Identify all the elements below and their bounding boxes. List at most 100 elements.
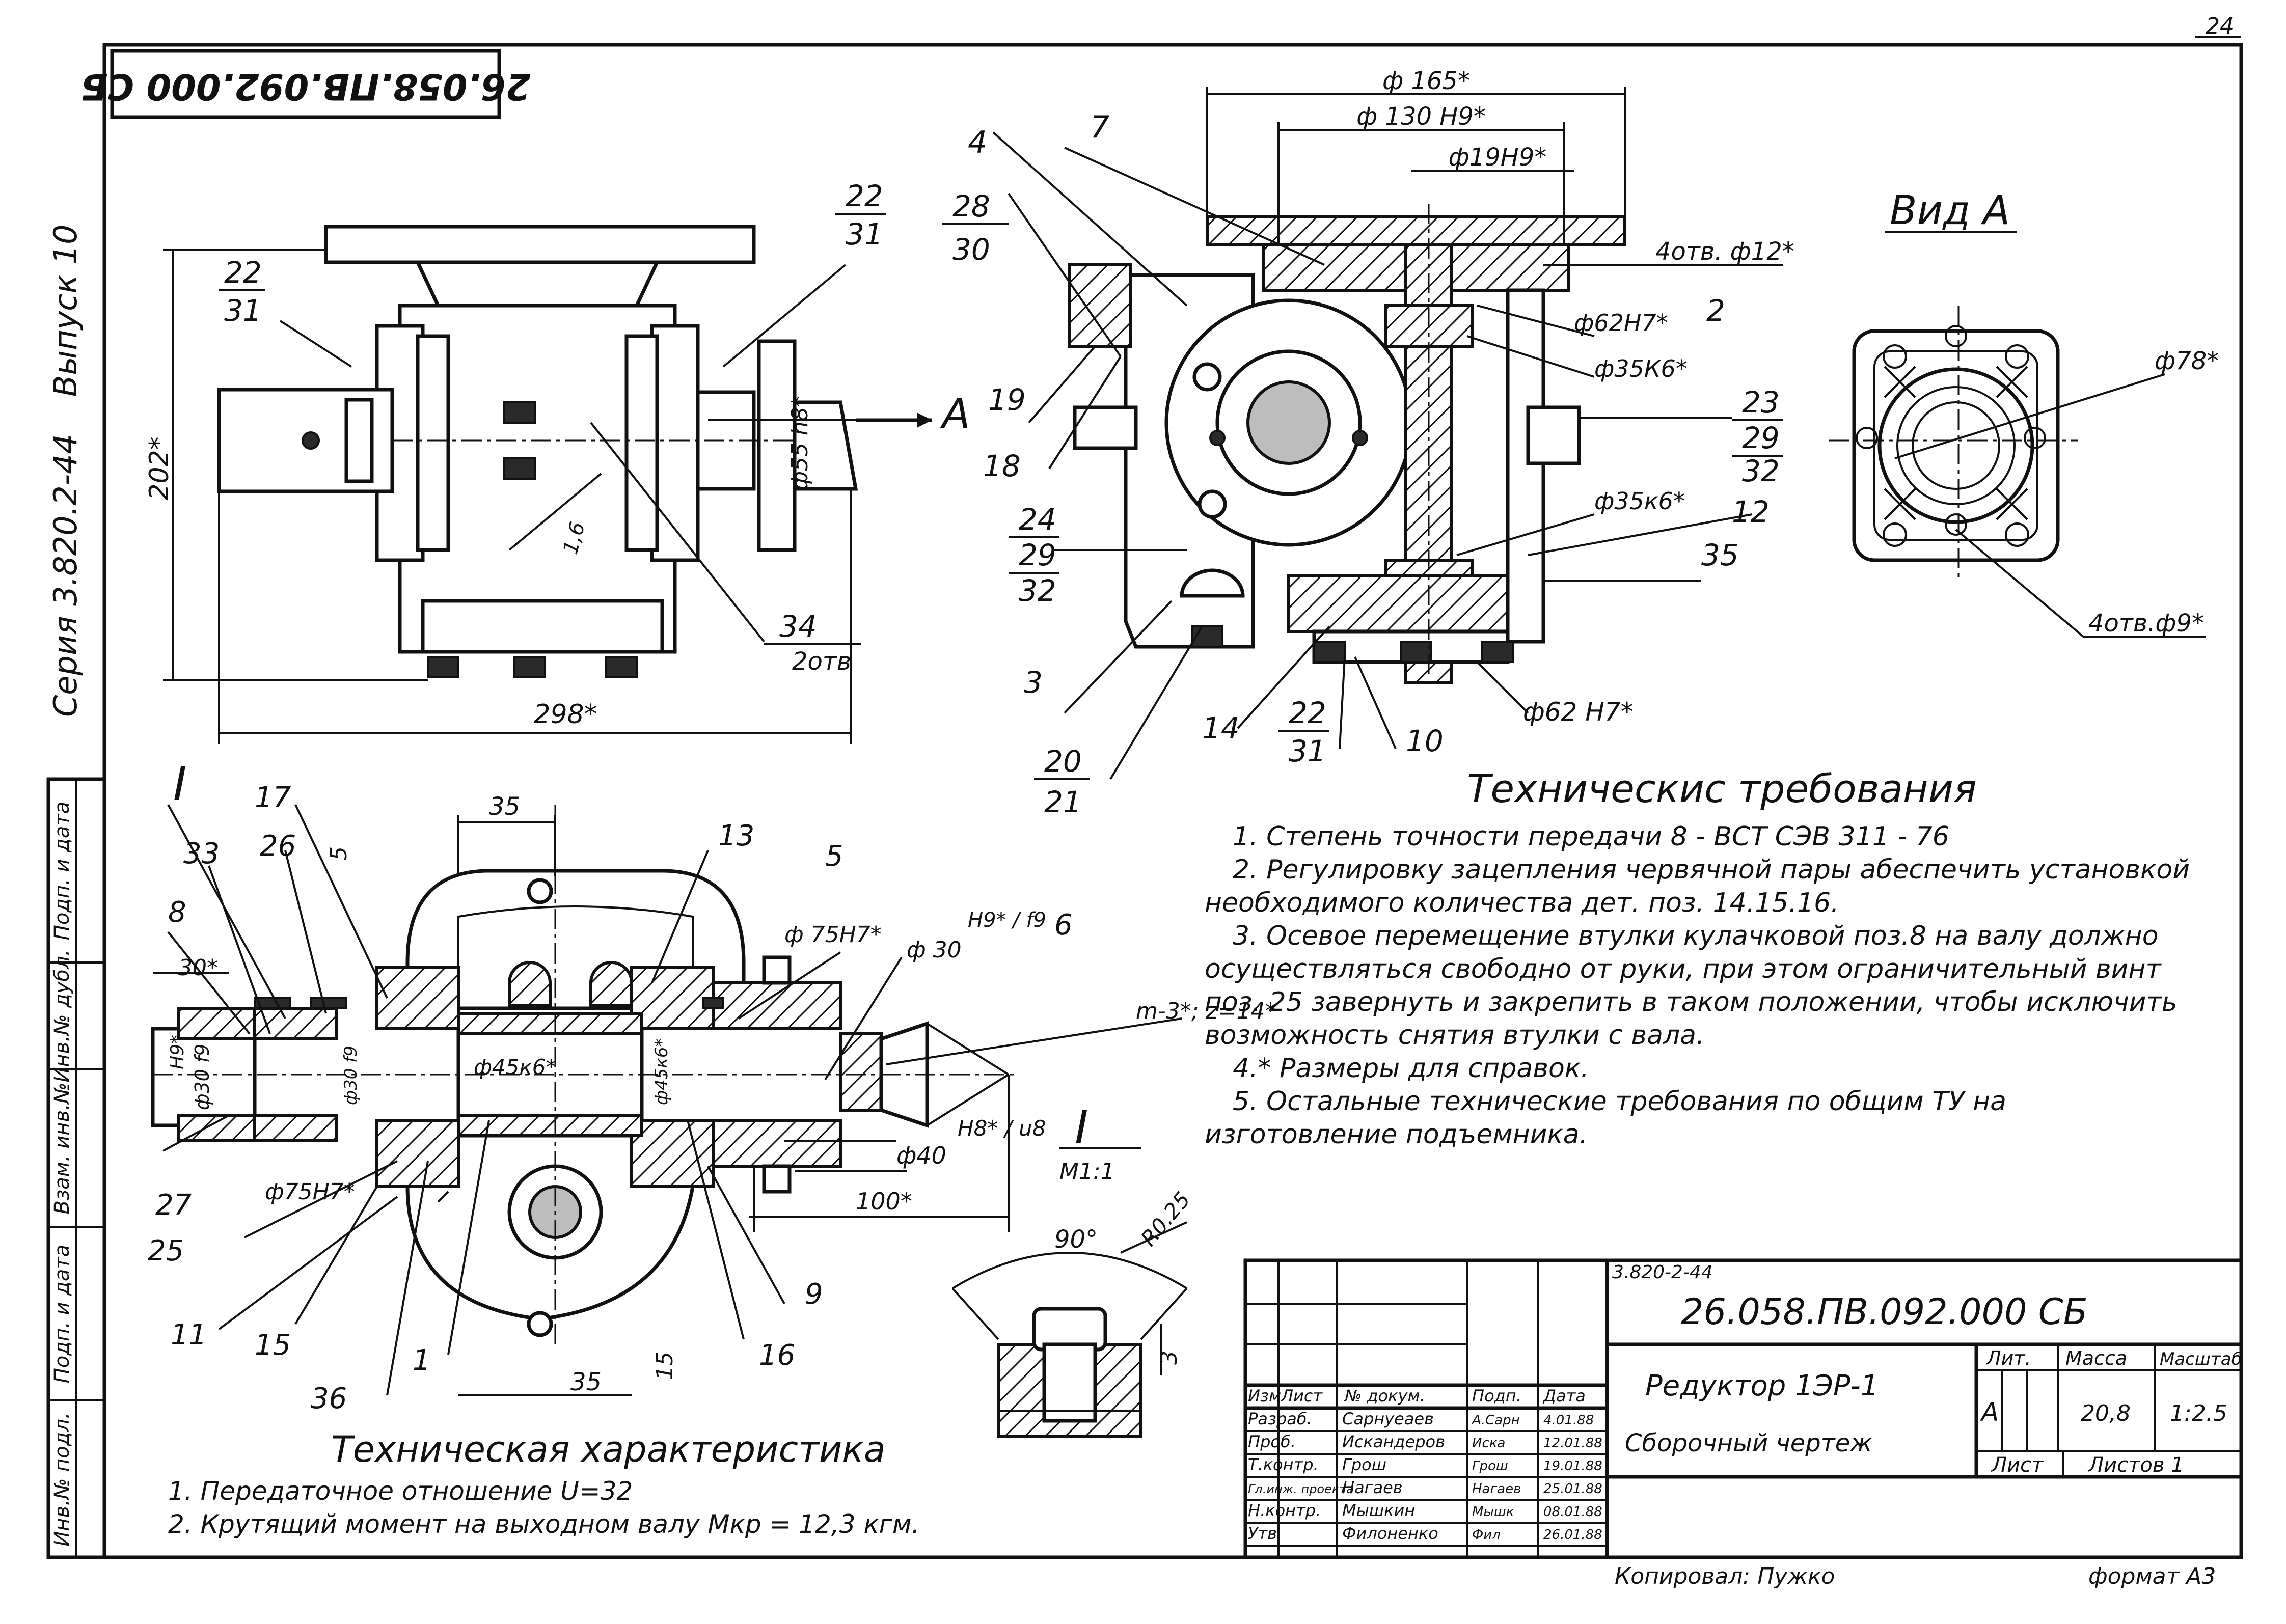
cs-callout-35: 35 <box>1701 538 1739 572</box>
sv-callout-26: 26 <box>260 830 296 863</box>
cs-callout-21: 21 <box>1044 785 1082 819</box>
tech-req-line-8: 4.* Размеры для справок. <box>1233 1053 1589 1084</box>
tb-scale-label: Масштаб <box>2160 1349 2242 1369</box>
tb-h-date: Дата <box>1542 1386 1586 1406</box>
tech-req-line-5: осуществляться свободно от руки, при это… <box>1205 954 2162 984</box>
view-a-holes: 4отв.ф9* <box>2088 609 2204 638</box>
tech-characteristic: Техническая характеристика 1. Передаточн… <box>168 1428 920 1539</box>
callout-34: 34 <box>779 609 817 644</box>
tb-row3-role: Т.контр. <box>1248 1455 1319 1474</box>
tech-req-line-4: 3. Осевое перемещение втулки кулачковой … <box>1233 921 2159 951</box>
sv-callout-11: 11 <box>171 1318 207 1352</box>
sv-dim-d45b: ф45к6* <box>651 1038 672 1105</box>
sv-callout-17: 17 <box>255 781 291 814</box>
view-a <box>1829 231 2206 638</box>
cs-callout-28: 28 <box>953 189 990 224</box>
tb-row6-sign: Фил <box>1472 1527 1501 1543</box>
sv-dim-angle30: 30* <box>178 955 218 981</box>
detail-view <box>951 1147 1188 1438</box>
left-stamp-strip: Подп. и дата Инв.№ дубл. Взам. инв.№ Под… <box>46 777 106 1559</box>
view-arrow-label: А <box>940 390 970 437</box>
tb-row3-name: Грош <box>1342 1455 1386 1474</box>
cs-callout-4: 4 <box>968 125 987 160</box>
dim-d62a: ф62Н7* <box>1574 309 1668 337</box>
cs-callout-23: 23 <box>1742 385 1780 420</box>
tb-row2-role: Проб. <box>1248 1432 1296 1451</box>
tb-lit-label: Лит. <box>1985 1347 2031 1369</box>
sv-dim-bot15: 15 <box>652 1352 678 1380</box>
cs-callout-10: 10 <box>1406 724 1444 758</box>
sv-callout-13: 13 <box>718 819 754 852</box>
footer-copied: Копировал: Пужко <box>1615 1563 1835 1589</box>
tech-req-line-3: необходимого количества дет. поз. 14.15.… <box>1205 888 1839 918</box>
callout-31b: 31 <box>846 217 883 252</box>
strip-label-1: Подп. и дата <box>50 802 74 940</box>
callout-22b: 22 <box>846 179 883 213</box>
tb-h-sign: Подп. <box>1472 1386 1521 1406</box>
tb-row2-sign: Иска <box>1472 1436 1505 1451</box>
sv-callout-36: 36 <box>311 1382 347 1415</box>
dim-d62b: ф62 Н7* <box>1523 697 1634 727</box>
sv-callout-27: 27 <box>155 1189 192 1222</box>
tb-row5-role: Н.контр. <box>1248 1501 1321 1520</box>
tb-row2-name: Искандеров <box>1342 1432 1445 1451</box>
sv-dim-len100: 100* <box>856 1188 912 1215</box>
sv-callout-5: 5 <box>825 840 843 873</box>
cs-callout-22: 22 <box>1289 696 1326 730</box>
tb-name: Редуктор 1ЭР-1 <box>1645 1369 1879 1402</box>
tb-row4-role: Гл.инж. проекта <box>1248 1482 1354 1496</box>
sv-callout-15: 15 <box>255 1329 291 1362</box>
dim-d19: ф19Н9* <box>1449 143 1547 172</box>
tb-row6-name: Филоненко <box>1342 1524 1438 1543</box>
cs-callout-20: 20 <box>1044 744 1082 779</box>
tech-req-title: Техническис требования <box>1467 766 1977 811</box>
tb-row4-name: Нагаев <box>1342 1478 1403 1497</box>
corner-number: 24 <box>2206 13 2234 39</box>
tb-lit-value: А <box>1980 1397 1999 1427</box>
tb-mass-label: Масса <box>2065 1347 2127 1369</box>
tb-scale-value: 1:2.5 <box>2170 1400 2227 1426</box>
tb-row3-sign: Грош <box>1472 1458 1508 1474</box>
cross-section-view <box>992 87 1783 780</box>
tb-row6-role: Утв <box>1248 1524 1277 1543</box>
sv-dim-d30m: ф30 f9 <box>341 1045 361 1105</box>
side-width-dim: 298* <box>533 699 597 730</box>
cs-callout-3: 3 <box>1024 665 1043 700</box>
tech-req-line-10: изготовление подъемника. <box>1205 1119 1588 1150</box>
tech-requirements: Техническис требования 1. Степень точнос… <box>1205 766 2190 1150</box>
detail-angle: 90° <box>1054 1225 1098 1254</box>
cs-callout-30: 30 <box>953 232 990 267</box>
cs-callout-29: 29 <box>1742 421 1780 455</box>
tb-mass-value: 20,8 <box>2081 1400 2131 1426</box>
detail-depth: 3 <box>1156 1351 1182 1365</box>
tech-req-line-6: поз. 25 завернуть и закрепить в таком по… <box>1205 987 2178 1017</box>
detail-radius: R0.25 <box>1136 1187 1195 1251</box>
title-block <box>1243 1258 2243 1559</box>
inverted-code-box: 26.058.ПВ.092.000 СБ <box>80 49 531 119</box>
sv-dim-d75a: ф 75Н7* <box>784 922 882 948</box>
tb-doc-code: 26.058.ПВ.092.000 СБ <box>1681 1291 2088 1333</box>
cs-callout-18: 18 <box>983 449 1021 483</box>
sv-dim-d30l: ф30 f9 <box>191 1044 213 1110</box>
view-a-title: Вид А <box>1890 188 2010 234</box>
tb-h-docno: № докум. <box>1344 1386 1425 1406</box>
view-a-d78: ф78* <box>2155 347 2219 375</box>
inverted-code: 26.058.ПВ.092.000 СБ <box>80 66 530 107</box>
dim-d35a: ф35К6* <box>1594 355 1688 382</box>
sv-dim-d40: ф40 <box>896 1142 946 1169</box>
sv-callout-8: 8 <box>168 896 186 929</box>
sv-dim-d75b: ф75Н7* <box>265 1179 355 1205</box>
tech-req-line-7: возможность снятия втулки с вала. <box>1205 1020 1705 1051</box>
cs-callout-2: 2 <box>1706 293 1725 328</box>
tb-h-izm: Изм <box>1248 1386 1281 1406</box>
tb-sheet-label: Лист <box>1991 1453 2044 1477</box>
sv-callout-33: 33 <box>183 837 220 870</box>
tb-row1-date: 4.01.88 <box>1543 1413 1594 1428</box>
footer-format: формат А3 <box>2088 1563 2216 1589</box>
sv-callout-25: 25 <box>148 1234 184 1268</box>
sv-dim-d45a: ф45к6* <box>474 1055 556 1080</box>
sv-callout-9: 9 <box>805 1278 823 1311</box>
sv-dim-fit: Н9* / f9 <box>968 909 1046 932</box>
strip-label-5: Инв.№ подл. <box>50 1412 74 1546</box>
